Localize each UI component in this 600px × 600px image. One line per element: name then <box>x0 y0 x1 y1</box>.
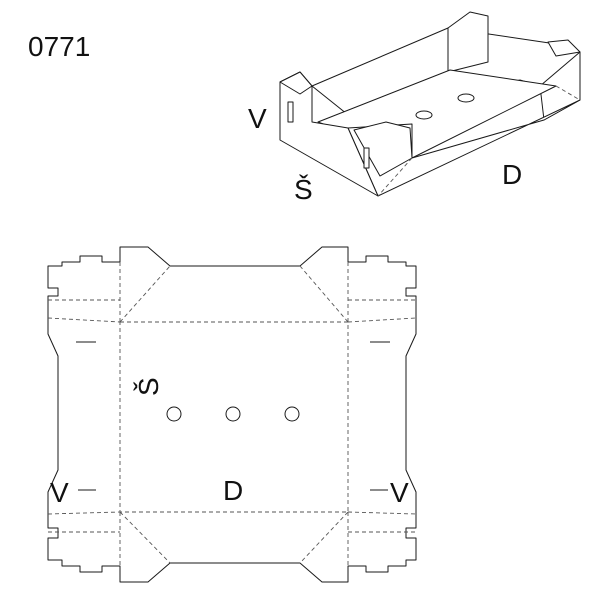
vent-hole <box>284 406 300 422</box>
label-width-3d: Š <box>294 174 313 205</box>
label-height-right: V <box>390 477 409 508</box>
base-panel-crease <box>119 321 349 513</box>
label-length-flat: D <box>223 475 243 506</box>
tray-3d-view <box>279 11 581 197</box>
vent-hole <box>225 406 241 422</box>
flat-layout <box>47 246 417 583</box>
model-code: 0771 <box>28 31 90 62</box>
vent-hole <box>166 406 182 422</box>
label-height-left: V <box>50 477 69 508</box>
label-height-3d: V <box>248 103 267 134</box>
outer-cut-line <box>47 246 417 583</box>
label-width-flat: Š <box>133 377 164 396</box>
label-length-3d: D <box>502 159 522 190</box>
